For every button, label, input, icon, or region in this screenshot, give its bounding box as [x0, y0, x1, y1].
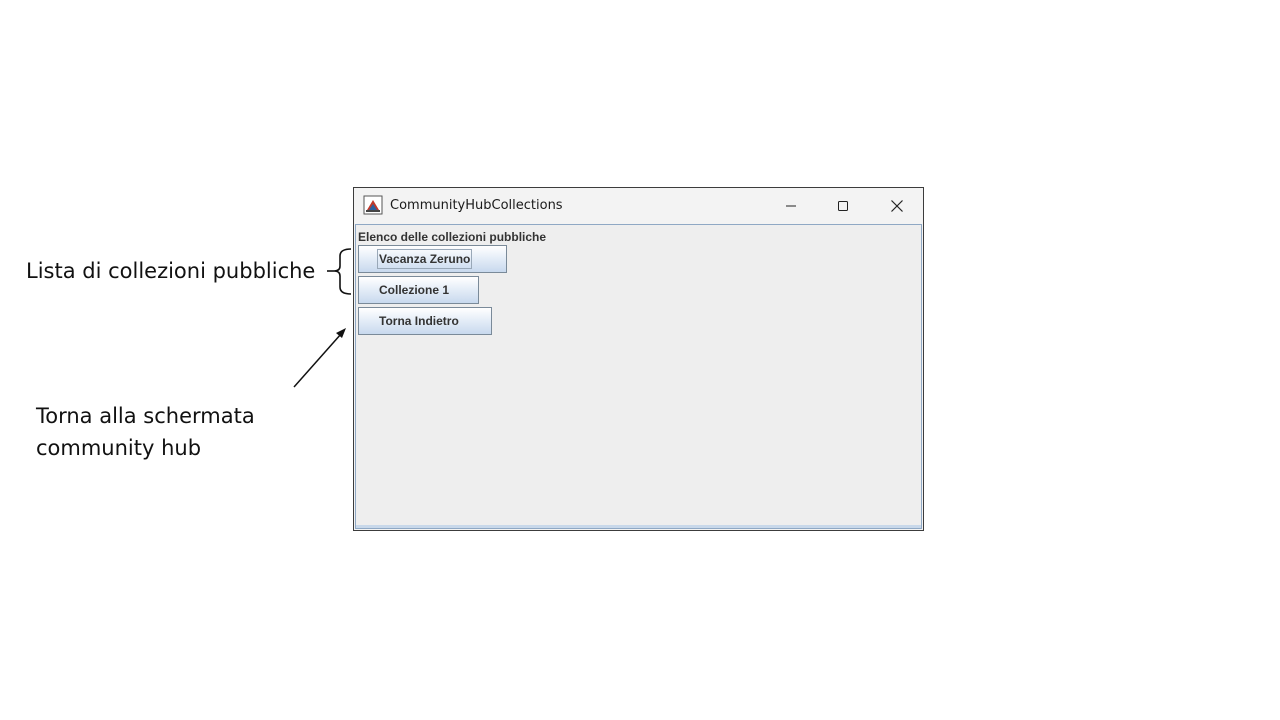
- arrow-head: [336, 328, 346, 338]
- minimize-icon: [786, 205, 796, 207]
- window-title: CommunityHubCollections: [390, 198, 563, 213]
- maximize-button[interactable]: [816, 188, 870, 224]
- content-border: [356, 525, 921, 528]
- back-button-label: Torna Indietro: [379, 314, 459, 328]
- annotation-back-button: Torna alla schermata community hub: [36, 400, 336, 464]
- collection-button-label: Vacanza Zeruno: [376, 249, 473, 269]
- collection-button-collezione-1[interactable]: Collezione 1: [358, 276, 479, 304]
- app-window: CommunityHubCollections Elenco delle col…: [353, 187, 924, 531]
- collection-button-vacanza-zeruno[interactable]: Vacanza Zeruno: [358, 245, 507, 273]
- annotation-back-line1: Torna alla schermata: [36, 404, 255, 428]
- java-app-icon: [363, 195, 383, 215]
- collections-heading: Elenco delle collezioni pubbliche: [358, 230, 547, 244]
- close-icon: [891, 200, 903, 212]
- content-panel: Elenco delle collezioni pubbliche Vacanz…: [355, 224, 922, 529]
- maximize-icon: [838, 201, 848, 211]
- close-button[interactable]: [870, 188, 924, 224]
- collection-button-label: Collezione 1: [379, 283, 450, 297]
- annotation-back-line2: community hub: [36, 436, 202, 460]
- minimize-button[interactable]: [764, 188, 818, 224]
- back-button[interactable]: Torna Indietro: [358, 307, 492, 335]
- curly-brace: [333, 248, 352, 295]
- arrow-line: [293, 333, 342, 388]
- title-bar[interactable]: CommunityHubCollections: [354, 188, 923, 224]
- annotation-collections-list: Lista di collezioni pubbliche: [26, 259, 316, 283]
